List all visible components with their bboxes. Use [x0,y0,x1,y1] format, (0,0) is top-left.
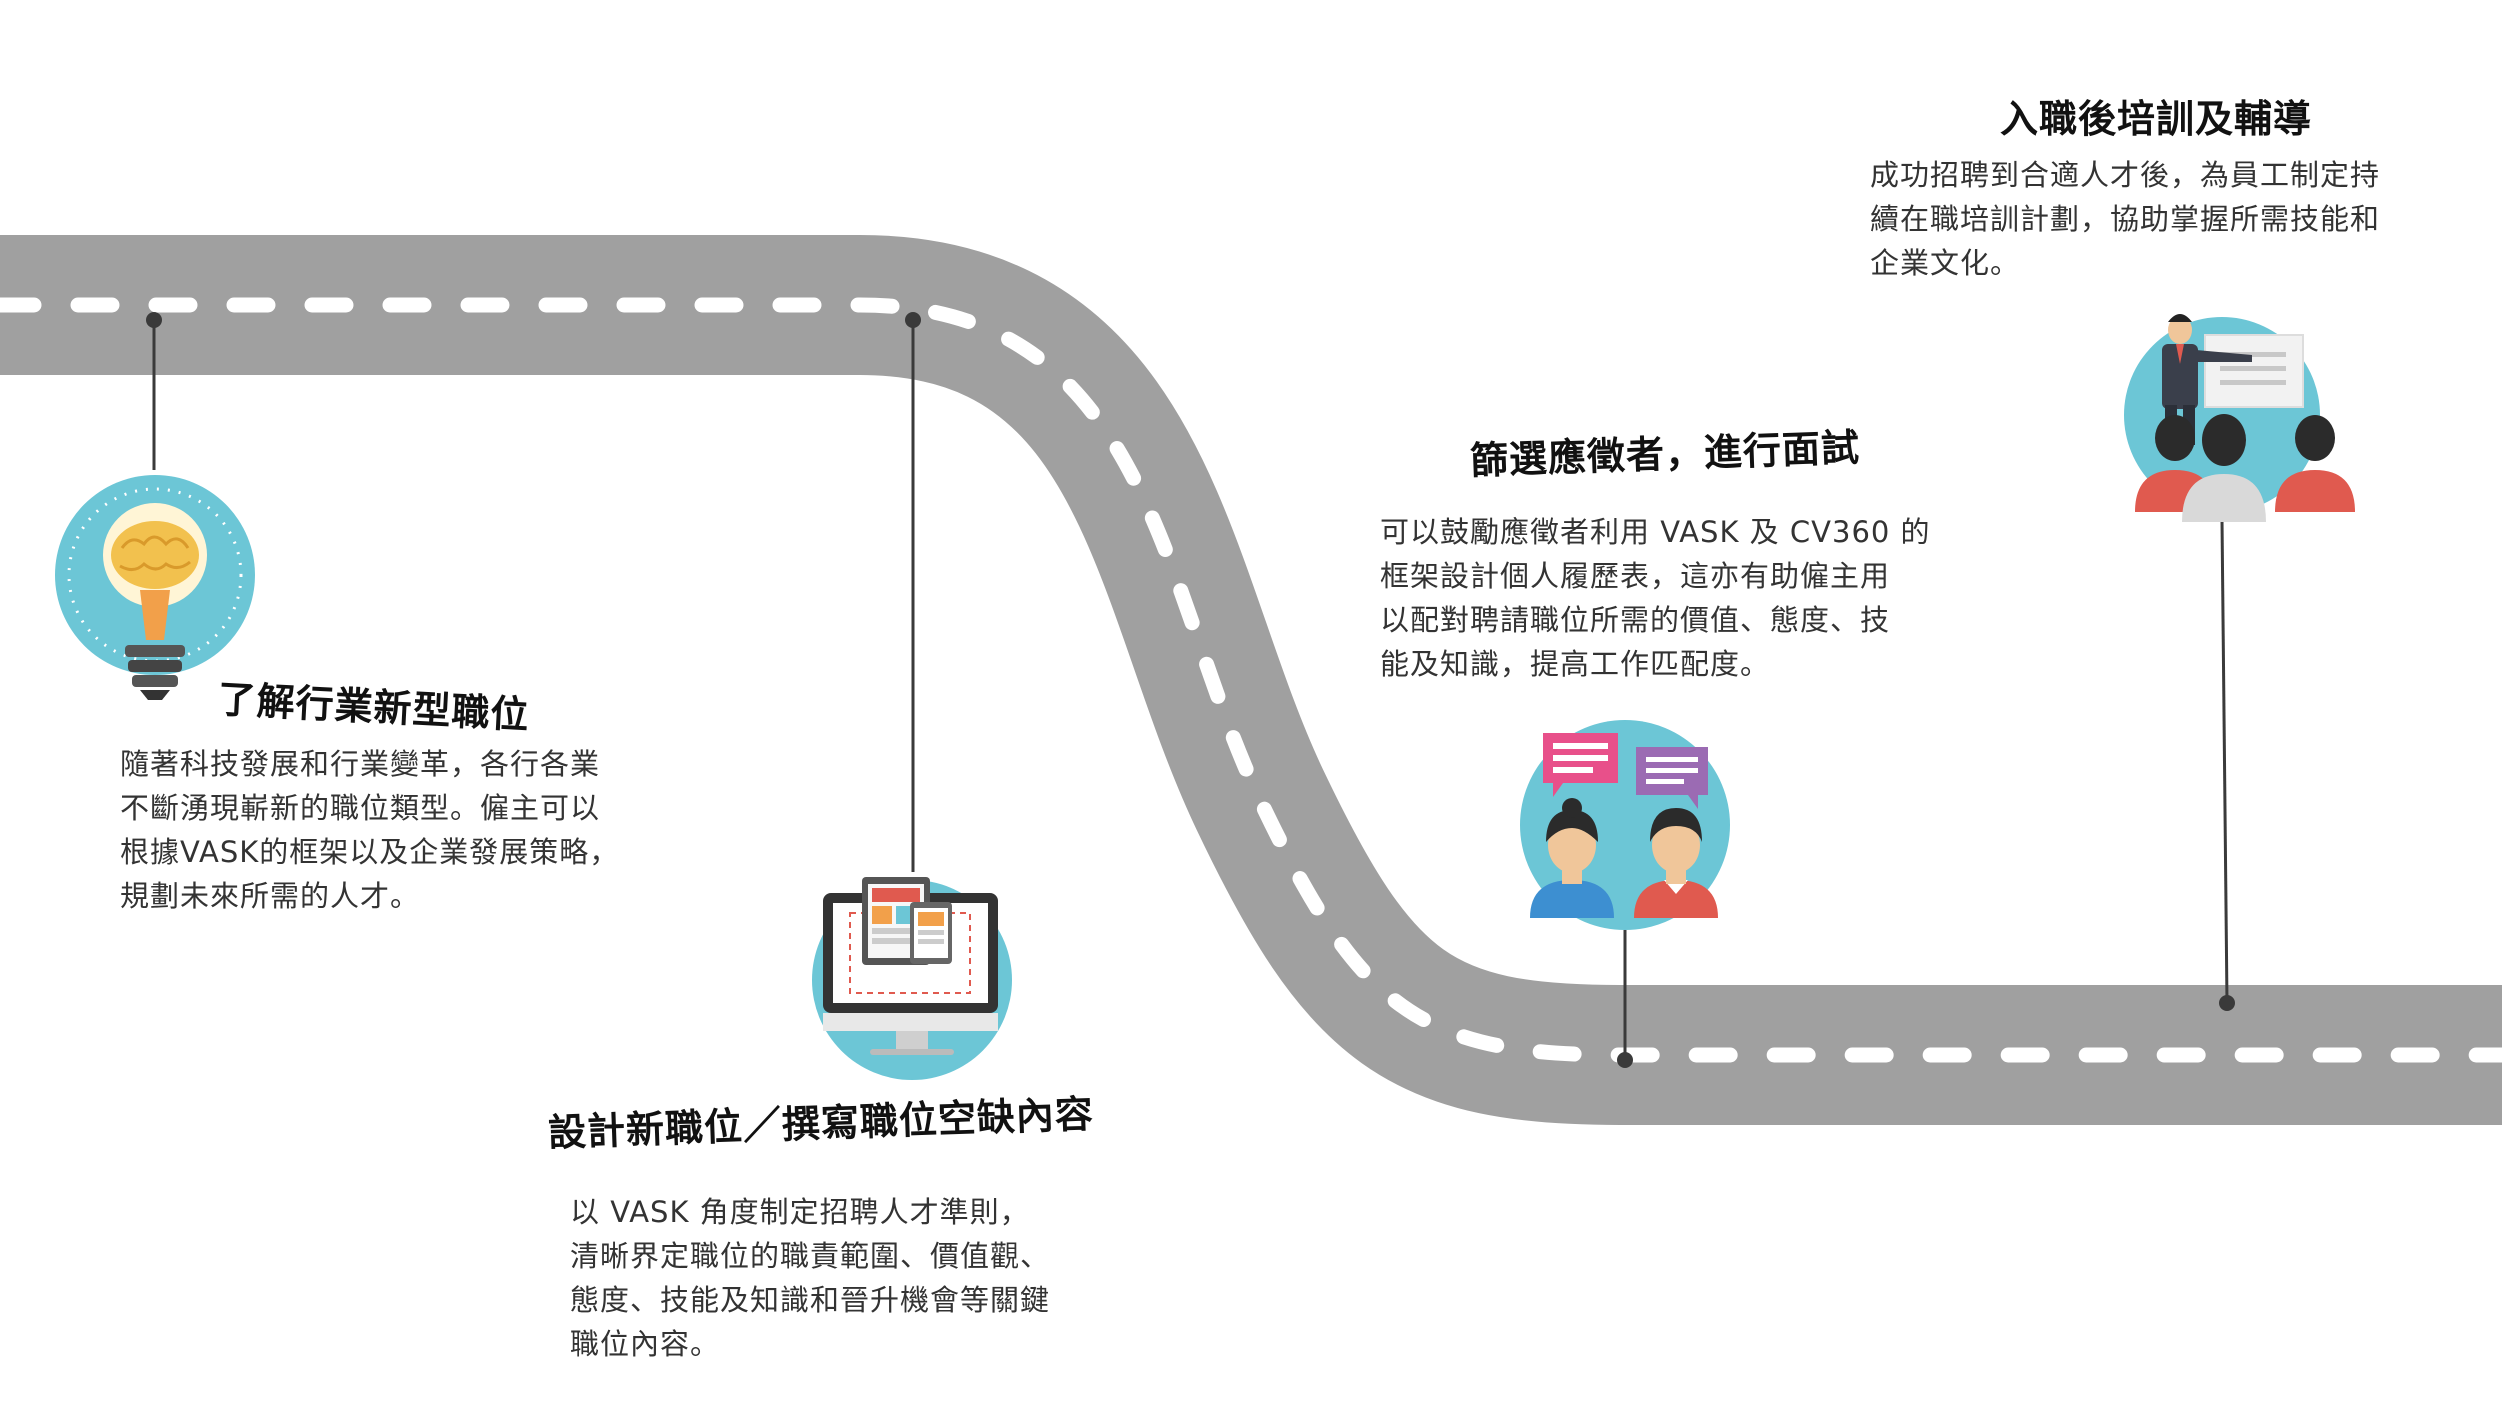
step-1-line: 根據VASK的框架以及企業發展策略， [120,835,620,869]
step-3-line: 以配對聘請職位所需的價值、態度、技 [1380,603,1891,637]
step-3-description: 可以鼓勵應徵者利用 VASK 及 CV360 的 框架設計個人履歷表，這亦有助僱… [1380,510,1931,686]
step-2-line: 清晰界定職位的職責範圍、價值觀、 [570,1239,1051,1273]
presentation-training-icon [2124,314,2355,522]
step-2-line: 態度、技能及知識和晉升機會等關鍵 [570,1283,1051,1317]
interview-chat-icon [1520,720,1730,930]
step-4-description: 成功招聘到合適人才後，為員工制定持 續在職培訓計劃，協助掌握所需技能和 企業文化… [1870,153,2380,285]
desktop-design-icon [812,877,1012,1080]
lightbulb-brain-icon [55,475,255,700]
pin-step-1 [146,312,162,470]
step-1-line: 不斷湧現嶄新的職位類型。僱主可以 [120,791,601,825]
step-4-line: 成功招聘到合適人才後，為員工制定持 [1870,158,2381,192]
step-1-line: 隨著科技發展和行業變革，各行各業 [120,747,601,781]
step-2-line: 職位內容。 [570,1327,721,1361]
step-4-title: 入職後培訓及輔導 [2000,97,2313,141]
pin-step-3 [1617,930,1633,1068]
road-center-dashes [0,297,2502,1063]
step-3-line: 能及知識，提高工作匹配度。 [1380,647,1771,681]
step-3-line: 可以鼓勵應徵者利用 VASK 及 CV360 的 [1380,515,1931,549]
step-2-line: 以 VASK 角度制定招聘人才準則， [570,1195,1030,1229]
pin-step-4 [2219,519,2235,1011]
step-4-line: 續在職培訓計劃，協助掌握所需技能和 [1870,202,2381,236]
step-3-line: 框架設計個人履歷表，這亦有助僱主用 [1380,559,1891,593]
pin-step-2 [905,312,921,872]
step-4-line: 企業文化。 [1870,246,2021,280]
step-1-description: 隨著科技發展和行業變革，各行各業 不斷湧現嶄新的職位類型。僱主可以 根據VASK… [120,742,619,918]
step-1-line: 規劃未來所需的人才。 [120,879,421,913]
step-2-description: 以 VASK 角度制定招聘人才準則， 清晰界定職位的職責範圍、價值觀、 態度、技… [570,1190,1050,1366]
